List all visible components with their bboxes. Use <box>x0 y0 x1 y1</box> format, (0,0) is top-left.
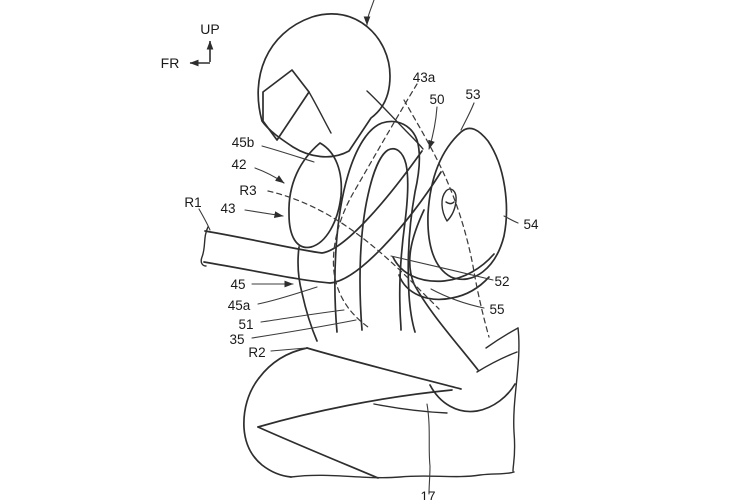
label-50: 50 <box>429 92 444 107</box>
knee-front-curve <box>243 377 292 478</box>
leader-35 <box>251 319 357 339</box>
thigh-top-line <box>306 347 462 390</box>
seat-upper-line <box>476 351 518 373</box>
leader-54 <box>503 215 519 224</box>
leader-lines-group <box>198 0 519 495</box>
label-r1: R1 <box>184 195 201 210</box>
hip-seat-curve <box>429 383 516 413</box>
leader-51 <box>260 309 345 323</box>
leader-top <box>363 0 375 26</box>
seat-group <box>290 327 520 479</box>
label-55: 55 <box>489 302 504 317</box>
knee-top-curve <box>258 347 308 379</box>
label-43a: 43a <box>413 70 436 85</box>
orientation-axis: UP FR <box>161 21 220 71</box>
helmet-visor <box>262 69 310 141</box>
leader-17 <box>426 403 431 495</box>
seat-right-edge <box>512 327 520 472</box>
label-52: 52 <box>494 274 509 289</box>
leader-43 <box>244 209 284 218</box>
label-53: 53 <box>465 87 480 102</box>
rider-body-group <box>200 150 516 479</box>
seat-top-edge <box>485 327 519 349</box>
rear-bag-lobe <box>427 127 508 281</box>
dashed-line-back <box>403 99 490 338</box>
label-45b: 45b <box>232 135 255 150</box>
leader-45b <box>261 145 315 163</box>
arm-lower-line <box>203 171 442 284</box>
axis-label-up: UP <box>200 21 219 37</box>
helmet-group <box>257 13 424 158</box>
label-r3: R3 <box>239 183 256 198</box>
leader-52 <box>390 255 494 281</box>
seat-bottom-edge <box>290 471 515 479</box>
hip-crease-line <box>373 403 448 414</box>
hand-notch-line <box>445 201 455 205</box>
hidden-lines-group <box>267 83 490 338</box>
axis-label-fr: FR <box>161 55 180 71</box>
leader-r2 <box>270 347 307 352</box>
neck-line <box>366 90 424 150</box>
leader-50 <box>428 106 438 150</box>
labels-group: 43a 50 53 45b 42 R3 R1 43 45 45a 51 35 R… <box>184 70 539 500</box>
arm-upper-line <box>204 150 423 254</box>
leader-55 <box>430 288 485 309</box>
label-51: 51 <box>238 317 253 332</box>
airbag-group <box>288 120 508 342</box>
label-45: 45 <box>230 277 245 292</box>
leader-42 <box>254 167 285 184</box>
label-42: 42 <box>231 157 246 172</box>
leader-53 <box>460 102 475 131</box>
shin-line <box>257 426 379 479</box>
chin-guard-line <box>308 91 332 134</box>
dashed-line-43a <box>332 83 418 328</box>
leader-r1 <box>198 208 211 231</box>
arm-break-line <box>200 226 209 267</box>
shoulder-bag-lobe <box>288 142 343 249</box>
label-17: 17 <box>420 489 435 500</box>
label-r2: R2 <box>248 345 265 360</box>
bag-fold-upper-arc <box>392 253 495 283</box>
center-bag-outer-edge <box>334 120 421 333</box>
hand-shape <box>441 188 457 222</box>
label-43: 43 <box>220 201 235 216</box>
label-54: 54 <box>523 217 539 232</box>
label-45a: 45a <box>228 298 251 313</box>
center-bag-inner-edge <box>359 147 409 331</box>
thigh-under-line <box>257 389 453 428</box>
leader-45a <box>257 286 318 305</box>
helmet-outline <box>257 13 391 158</box>
bag-front-lower-edge <box>297 246 318 342</box>
dashed-line-r3 <box>267 190 440 310</box>
label-35: 35 <box>229 332 244 347</box>
